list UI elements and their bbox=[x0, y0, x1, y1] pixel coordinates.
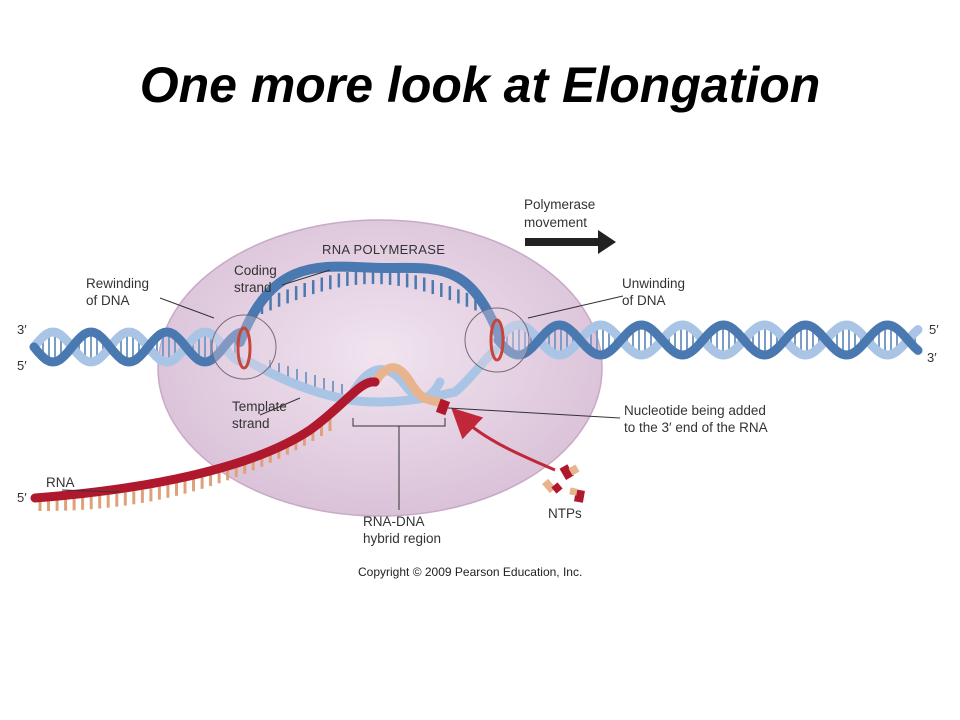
unwinding-label-line2: of DNA bbox=[622, 293, 666, 308]
hybrid-dna-strand bbox=[345, 365, 445, 403]
rna-label: RNA bbox=[46, 475, 75, 490]
left-bottom-end-label: 5′ bbox=[17, 358, 27, 373]
rna-transcript bbox=[30, 377, 380, 503]
template-strand-label-line1: Template bbox=[232, 399, 287, 414]
dna-strand-right-light bbox=[493, 320, 923, 360]
ntp-delivery-arrow bbox=[451, 407, 556, 472]
polymerase-movement-arrow-icon bbox=[525, 230, 616, 254]
hybrid-rna-strand bbox=[370, 363, 448, 409]
unwinding-label-line1: Unwinding bbox=[622, 276, 685, 291]
coding-strand bbox=[235, 261, 505, 347]
nucleotide-being-added bbox=[435, 398, 451, 416]
rna-start-end-label: 5′ bbox=[17, 490, 27, 505]
slide-title: One more look at Elongation bbox=[139, 57, 821, 113]
enzyme-label: RNA POLYMERASE bbox=[322, 242, 445, 257]
polymerase-movement-label-line1: Polymerase bbox=[524, 197, 595, 212]
template-strand-label-line2: strand bbox=[232, 416, 270, 431]
hybrid-region-label-line2: hybrid region bbox=[363, 531, 441, 546]
dna-strand-left-light bbox=[29, 327, 245, 367]
left-top-end-label: 3′ bbox=[17, 322, 27, 337]
rewinding-rotation-icon bbox=[236, 326, 252, 370]
rewinding-label-line1: Rewinding bbox=[86, 276, 149, 291]
right-top-end-label: 5′ bbox=[929, 322, 939, 337]
template-strand bbox=[245, 345, 500, 407]
leader-lines bbox=[61, 269, 624, 493]
ntps-label: NTPs bbox=[548, 506, 582, 521]
copyright-notice: Copyright © 2009 Pearson Education, Inc. bbox=[358, 565, 582, 579]
dna-strand-left-dark bbox=[29, 327, 245, 367]
polymerase-movement-label-line2: movement bbox=[524, 215, 587, 230]
dna-strand-right-dark bbox=[493, 320, 923, 360]
hybrid-region-bracket bbox=[352, 418, 446, 510]
unwinding-rotation-icon bbox=[489, 318, 505, 362]
ntps-icon bbox=[542, 464, 585, 503]
coding-strand-label-line2: strand bbox=[234, 280, 272, 295]
hybrid-region-label-line1: RNA-DNA bbox=[363, 514, 425, 529]
rewinding-label-line2: of DNA bbox=[86, 293, 130, 308]
unwinding-zone bbox=[464, 307, 530, 373]
rewinding-zone bbox=[211, 314, 277, 380]
right-bottom-end-label: 3′ bbox=[927, 350, 937, 365]
nucleotide-added-label-line2: to the 3′ end of the RNA bbox=[624, 420, 768, 435]
coding-strand-label-line1: Coding bbox=[234, 263, 277, 278]
nucleotide-added-label-line1: Nucleotide being added bbox=[624, 403, 766, 418]
